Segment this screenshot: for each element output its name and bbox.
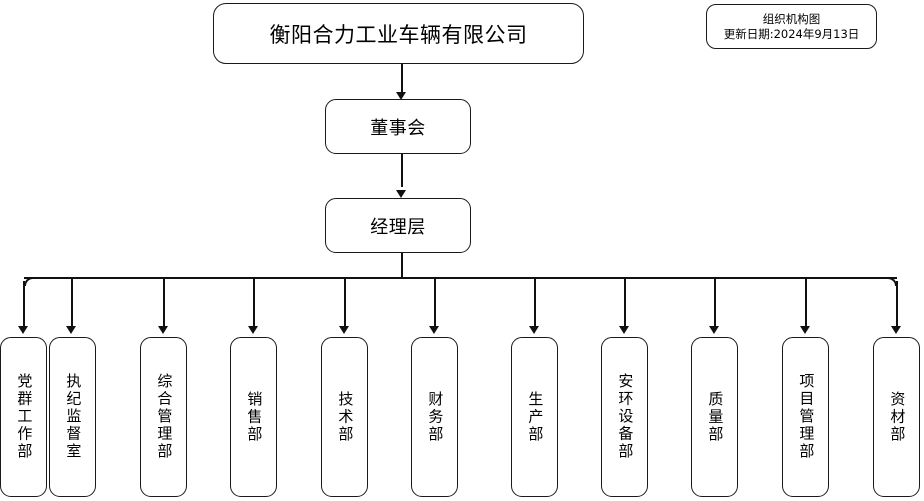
arrowhead-department-8	[619, 326, 629, 334]
arrowhead-department-5	[339, 326, 349, 334]
node-department-production-label: 生产部	[526, 390, 545, 444]
node-department-finance-label: 财务部	[426, 390, 445, 444]
connector-to-department-11	[896, 281, 898, 329]
node-board-of-directors-label: 董事会	[370, 117, 426, 139]
node-department-finance: 财务部	[411, 337, 458, 497]
department-bus-line	[24, 277, 897, 279]
connector-to-department-5	[344, 279, 346, 329]
arrowhead-department-10	[800, 326, 810, 334]
connector-to-department-2	[71, 279, 73, 329]
node-department-general-management-label: 综合管理部	[155, 373, 174, 461]
connector-company-to-board	[401, 64, 403, 97]
node-department-production: 生产部	[511, 337, 558, 497]
chart-info-box: 组织机构图 更新日期:2024年9月13日	[706, 4, 877, 49]
connector-to-department-9	[714, 279, 716, 329]
connector-to-department-6	[434, 279, 436, 329]
node-management-layer-label: 经理层	[370, 216, 426, 238]
node-department-project-management: 项目管理部	[782, 337, 829, 497]
node-board-of-directors: 董事会	[325, 99, 471, 154]
arrowhead-department-3	[158, 326, 168, 334]
arrowhead-department-11	[891, 326, 901, 334]
node-department-safety-environment-equipment-label: 安环设备部	[616, 373, 635, 461]
node-department-discipline-supervision: 执纪监督室	[49, 337, 96, 497]
bus-left-corner	[24, 277, 33, 286]
chart-info-updated-date: 更新日期:2024年9月13日	[723, 26, 860, 41]
node-department-technology: 技术部	[321, 337, 368, 497]
arrowhead-department-2	[66, 326, 76, 334]
node-department-technology-label: 技术部	[336, 390, 355, 444]
node-department-safety-environment-equipment: 安环设备部	[601, 337, 648, 497]
arrowhead-board	[396, 92, 406, 100]
arrowhead-department-4	[248, 326, 258, 334]
arrowhead-management	[396, 190, 406, 198]
node-department-sales: 销售部	[230, 337, 277, 497]
company-title-box: 衡阳合力工业车辆有限公司	[213, 3, 584, 64]
node-department-materials-label: 资材部	[888, 390, 907, 444]
company-name-label: 衡阳合力工业车辆有限公司	[269, 22, 528, 47]
connector-to-department-1	[23, 281, 25, 329]
node-department-project-management-label: 项目管理部	[797, 373, 816, 461]
connector-to-department-3	[163, 279, 165, 329]
arrowhead-department-6	[429, 326, 439, 334]
node-department-quality: 质量部	[691, 337, 738, 497]
connector-board-to-management	[401, 154, 403, 187]
connector-to-department-4	[253, 279, 255, 329]
connector-to-department-7	[534, 279, 536, 329]
node-management-layer: 经理层	[325, 198, 471, 253]
node-department-sales-label: 销售部	[245, 390, 264, 444]
node-department-discipline-supervision-label: 执纪监督室	[64, 373, 83, 461]
node-department-quality-label: 质量部	[706, 390, 725, 444]
connector-management-to-bus	[401, 253, 403, 278]
connector-to-department-8	[624, 279, 626, 329]
chart-info-title: 组织机构图	[762, 12, 821, 27]
node-department-materials: 资材部	[873, 337, 920, 497]
arrowhead-department-7	[529, 326, 539, 334]
arrowhead-department-1	[18, 326, 28, 334]
node-department-party-mass-work-label: 党群工作部	[15, 373, 34, 461]
node-department-general-management: 综合管理部	[140, 337, 187, 497]
connector-to-department-10	[805, 279, 807, 329]
arrowhead-department-9	[709, 326, 719, 334]
node-department-party-mass-work: 党群工作部	[0, 337, 47, 497]
